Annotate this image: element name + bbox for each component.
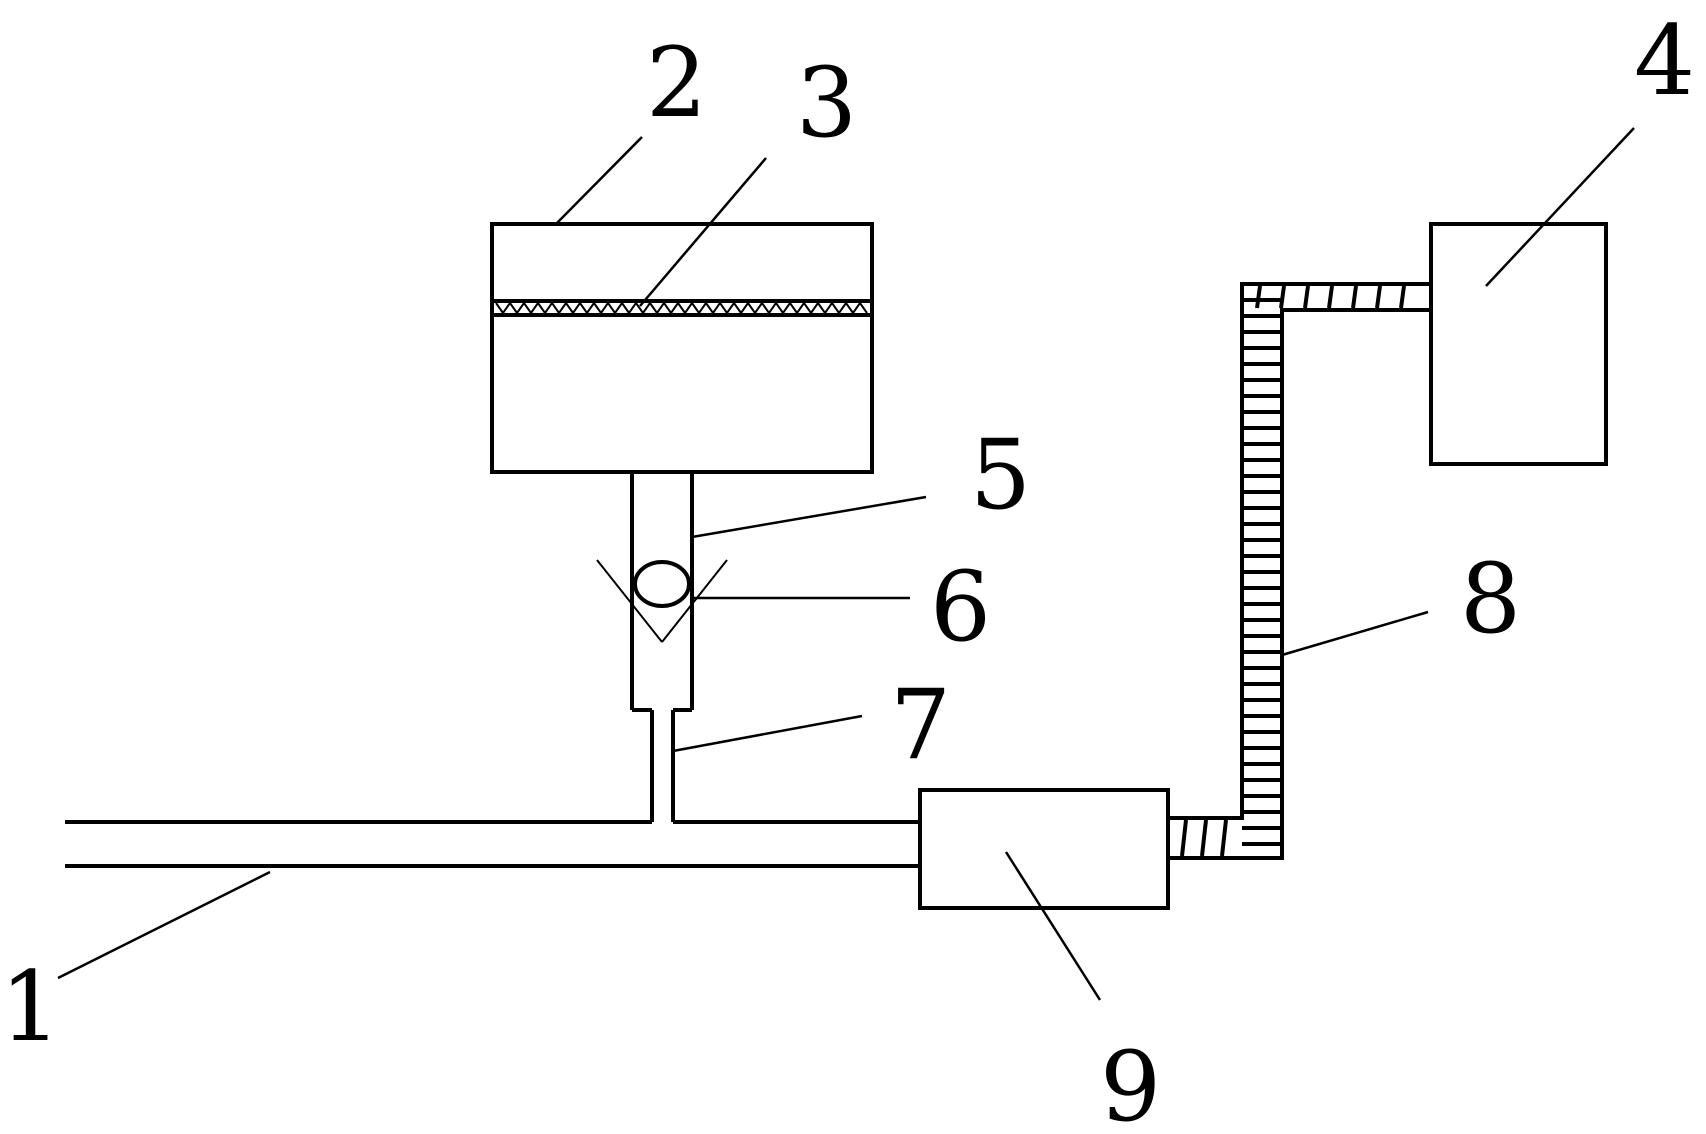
- device-box: [918, 788, 1170, 910]
- label-9: 9: [1100, 1031, 1161, 1134]
- label-2: 2: [646, 27, 707, 139]
- controller-box: [1429, 222, 1608, 466]
- tank: [490, 222, 874, 474]
- part-labels: 1 2 3 4 5 6 7 8 9: [0, 5, 1695, 1134]
- label-5: 5: [970, 419, 1031, 531]
- main-pipe: [65, 820, 920, 868]
- label-4: 4: [1634, 5, 1695, 117]
- label-1: 1: [0, 951, 61, 1063]
- label-7: 7: [890, 669, 951, 781]
- leader-2: [555, 136, 643, 225]
- filter-screen: [494, 299, 870, 317]
- check-valve: [596, 559, 728, 643]
- leader-3: [639, 157, 767, 307]
- label-6: 6: [930, 551, 991, 663]
- label-8: 8: [1460, 543, 1521, 655]
- leader-5: [691, 495, 927, 539]
- leader-9: [1004, 851, 1102, 1001]
- valve-tube: [630, 472, 694, 710]
- label-3: 3: [796, 47, 857, 159]
- leader-7: [672, 714, 863, 753]
- connecting-pipe: [632, 708, 692, 822]
- leader-1: [57, 870, 271, 980]
- leader-4: [1485, 127, 1635, 287]
- cable: [1168, 282, 1431, 860]
- leader-lines: [57, 127, 1635, 1001]
- leader-8: [1281, 610, 1429, 657]
